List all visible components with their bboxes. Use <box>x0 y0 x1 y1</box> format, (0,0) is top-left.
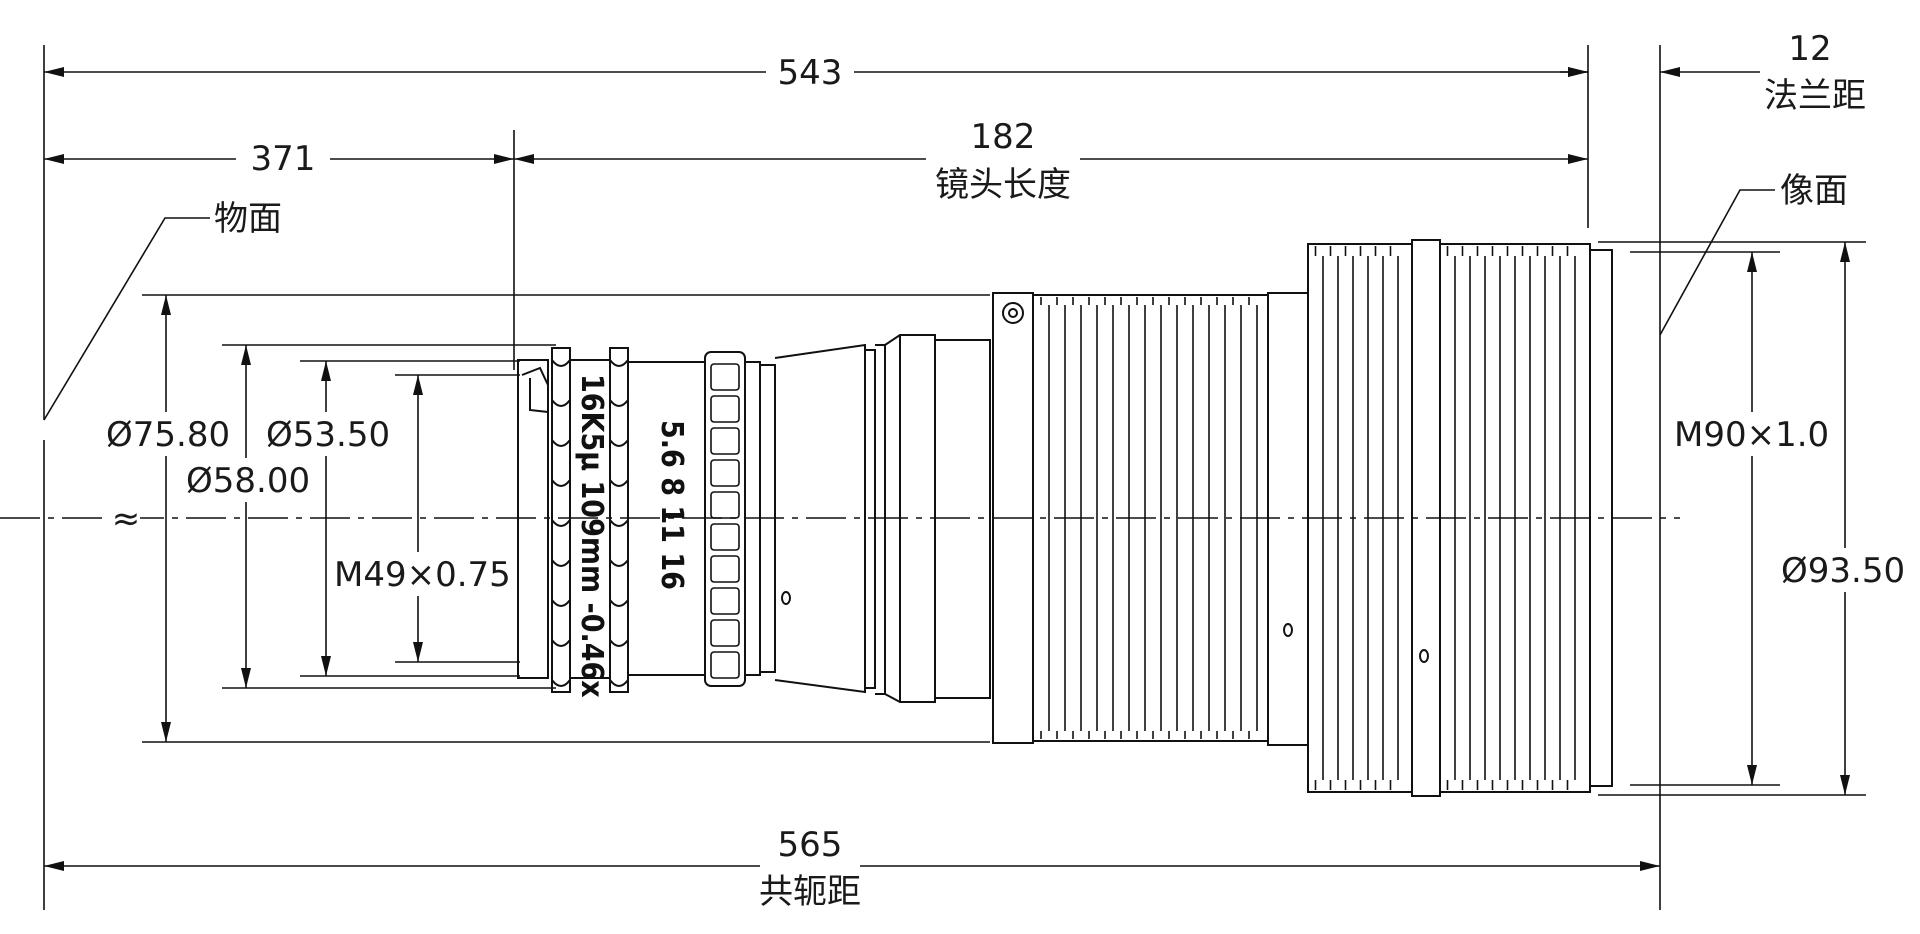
dim-m90-value: M90×1.0 <box>1674 415 1829 455</box>
dim-d75-value: Ø75.80 <box>106 415 230 455</box>
rear-mount <box>1589 249 1613 787</box>
dim-flange-distance-value: 12 <box>1788 29 1831 69</box>
object-plane-leader: 物面 <box>43 199 282 421</box>
heatsink-section-2 <box>1307 243 1413 793</box>
dim-flange-distance: 12 法兰距 <box>1560 29 1866 116</box>
dim-m49: M49×0.75 <box>333 375 511 662</box>
dim-conjugate-distance-value: 565 <box>778 825 843 865</box>
dim-d53: Ø53.50 <box>265 361 399 676</box>
aperture-ring <box>704 351 746 687</box>
engraving-model: 16K5μ 109mm -0.46x <box>574 374 609 698</box>
dim-flange-distance-label: 法兰距 <box>1764 76 1866 116</box>
dim-d75: Ø75.80 <box>105 295 237 742</box>
dim-conjugate-distance-label: 共轭距 <box>759 872 861 912</box>
approx-sign: ≈ <box>112 499 141 539</box>
front-ring-1 <box>551 347 571 693</box>
dim-object-distance-value: 371 <box>251 139 316 179</box>
rear-diameter-extension-lines <box>1598 241 1866 796</box>
dim-d93-value: Ø93.50 <box>1781 551 1905 591</box>
dim-conjugate-distance: 565 共轭距 <box>44 825 1660 912</box>
dim-object-distance: 371 <box>44 139 514 179</box>
dim-d58: Ø58.00 <box>185 345 319 688</box>
lens-body: 16K5μ 109mm -0.46x 5.6 8 11 16 <box>517 239 1613 797</box>
dim-total-length-value: 543 <box>778 53 843 93</box>
image-plane-label: 像面 <box>1780 171 1848 211</box>
dim-lens-length-label: 镜头长度 <box>935 165 1071 205</box>
front-ring-2 <box>609 347 629 693</box>
dim-lens-length: 182 镜头长度 <box>514 117 1588 205</box>
front-diameter-extension-lines <box>142 294 990 743</box>
image-plane-leader: 像面 <box>1659 171 1848 336</box>
dim-lens-length-value: 182 <box>971 117 1036 157</box>
dim-m90: M90×1.0 <box>1672 252 1829 785</box>
dim-d58-value: Ø58.00 <box>186 461 310 501</box>
heatsink-section-3 <box>1439 243 1591 793</box>
extension-lines <box>43 45 1661 910</box>
lens-front-cap <box>517 359 549 679</box>
object-plane-label: 物面 <box>214 199 282 239</box>
coupling-neck <box>1267 292 1309 746</box>
dim-d53-value: Ø53.50 <box>266 415 390 455</box>
dim-total-length: 543 <box>44 53 1588 93</box>
dim-d93: Ø93.50 <box>1780 242 1920 795</box>
engraving-apertures: 5.6 8 11 16 <box>654 420 689 590</box>
dim-m49-value: M49×0.75 <box>334 555 511 595</box>
